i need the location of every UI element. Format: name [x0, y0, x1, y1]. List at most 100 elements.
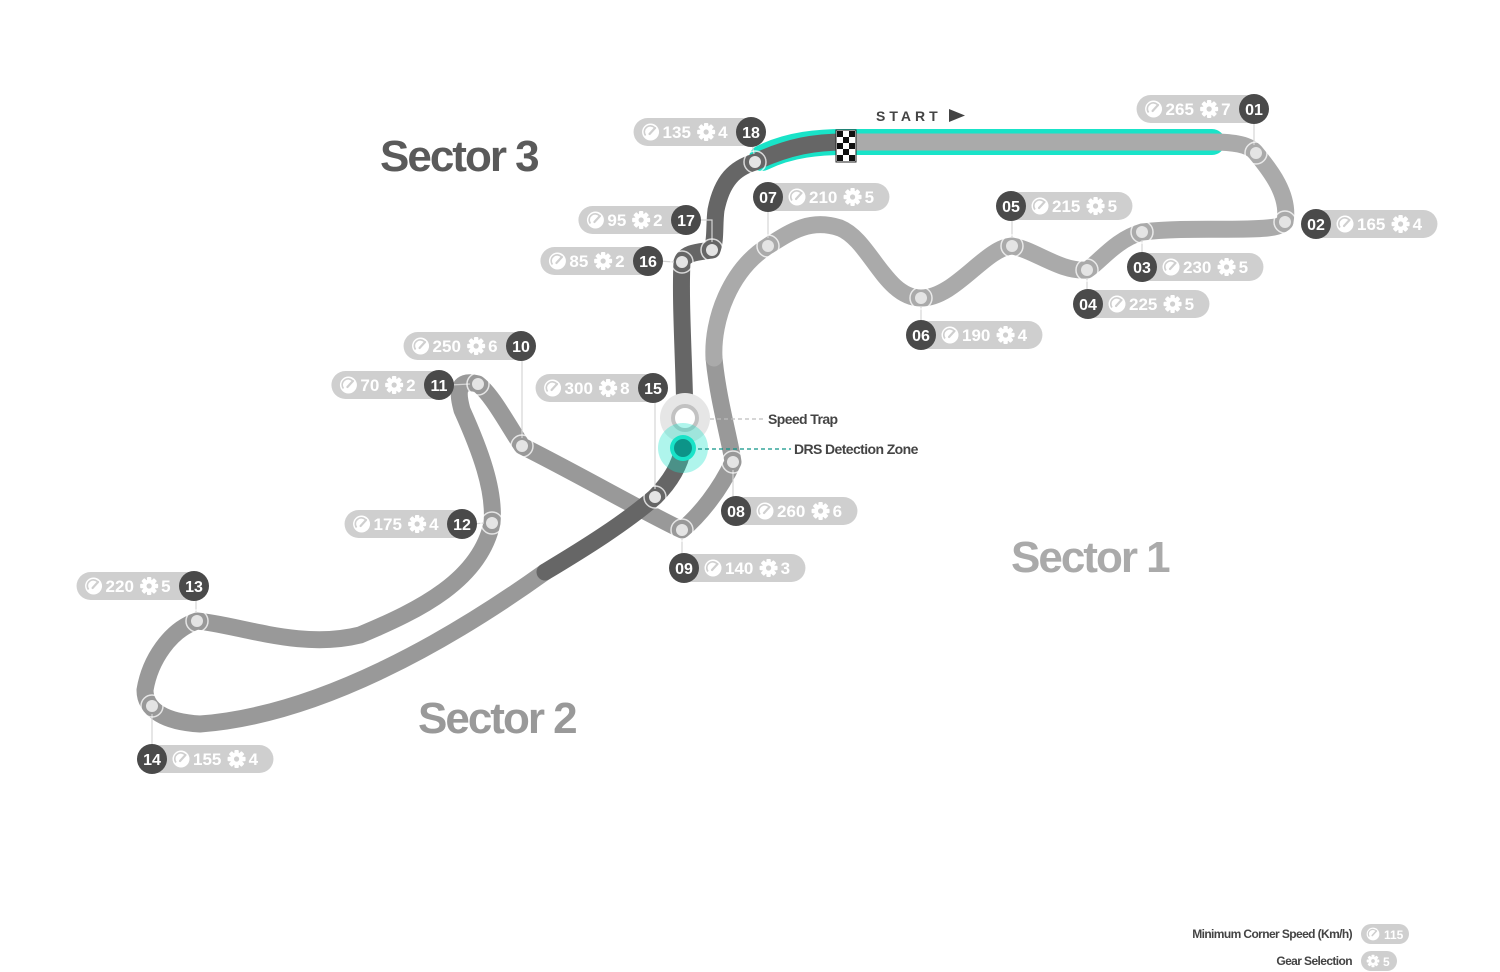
gear-icon [759, 559, 778, 577]
gear-icon [1217, 258, 1236, 276]
corner-gear: 6 [833, 502, 842, 521]
corner-marker[interactable] [915, 292, 927, 304]
corner-min-speed: 265 [1166, 100, 1194, 119]
corner-number-badge [736, 117, 766, 147]
corner-number-badge [506, 331, 536, 361]
corner-number-badge [1127, 252, 1157, 282]
corner-gear: 5 [161, 577, 170, 596]
corner-marker[interactable] [1250, 147, 1262, 159]
corner-marker-ring [643, 485, 667, 509]
speed-trap-marker[interactable]: Speed Trap [660, 393, 838, 443]
corner-min-speed: 210 [809, 188, 837, 207]
corner-marker-ring [700, 238, 724, 262]
legend-gear-pill: 5 [1361, 951, 1397, 971]
gear-icon [1200, 100, 1219, 118]
drs-detection-label: DRS Detection Zone [794, 441, 919, 457]
corner-min-speed: 230 [1183, 258, 1211, 277]
corner-gear: 8 [620, 379, 629, 398]
gear-icon [697, 123, 716, 141]
corner-number-badge [753, 182, 783, 212]
corner-min-speed: 165 [1357, 215, 1385, 234]
corner-marker[interactable] [727, 456, 739, 468]
corner-min-speed: 155 [193, 750, 221, 769]
corner-marker-ring [743, 150, 767, 174]
gear-icon [1086, 197, 1105, 215]
corner-marker[interactable] [146, 700, 158, 712]
legend-gear-label: Gear Selection [1276, 954, 1352, 968]
play-arrow-icon [949, 109, 965, 122]
sector-1-track [705, 133, 1295, 367]
corner-pill [722, 497, 858, 525]
gear-icon [408, 515, 427, 533]
corner-gear: 5 [1185, 295, 1194, 314]
corner-marker[interactable] [1006, 240, 1018, 252]
corner-pill [1074, 290, 1210, 318]
corner-marker-ring [1244, 141, 1268, 165]
leader-line [697, 219, 713, 242]
corner-marker[interactable] [676, 524, 688, 536]
corner-marker[interactable] [486, 517, 498, 529]
corner-gear: 7 [1221, 100, 1230, 119]
corner-marker[interactable] [1081, 264, 1093, 276]
corner-marker[interactable] [191, 615, 203, 627]
corner-marker[interactable] [706, 244, 718, 256]
corner-marker[interactable] [649, 491, 661, 503]
corner-marker-ring [721, 450, 745, 474]
corner-marker[interactable] [749, 156, 761, 168]
corner-number-badge [447, 509, 477, 539]
speedometer-icon [1365, 926, 1381, 942]
corner-marker-ring [670, 518, 694, 542]
speedometer-icon [703, 558, 723, 578]
corner-pill [907, 321, 1043, 349]
corner-marker[interactable] [762, 240, 774, 252]
sector-2-title: Sector 2 [418, 694, 576, 743]
gear-icon [594, 252, 613, 270]
corner-gear: 4 [1018, 326, 1028, 345]
corner-min-speed: 95 [607, 211, 626, 230]
corner-marker[interactable] [472, 378, 484, 390]
corner-pill [754, 183, 890, 211]
corner-gear: 4 [249, 750, 259, 769]
speedometer-icon [585, 210, 606, 230]
gear-icon [1163, 295, 1182, 313]
corner-min-speed: 300 [565, 379, 593, 398]
gear-icon [1391, 215, 1410, 233]
legend-gear-example: 5 [1383, 955, 1390, 969]
corner-number: 10 [512, 339, 530, 356]
corner-pill [997, 192, 1133, 220]
corner-number: 09 [675, 561, 693, 578]
corner-marker[interactable] [1279, 216, 1291, 228]
speedometer-icon [787, 187, 807, 207]
corner-marker[interactable] [676, 256, 688, 268]
corner-marker-ring [1130, 220, 1154, 244]
corner-number: 04 [1079, 297, 1097, 314]
corner-number: 16 [639, 254, 657, 271]
corner-marker[interactable] [1136, 226, 1148, 238]
corner-gear: 5 [1239, 258, 1248, 277]
corner-number: 02 [1307, 217, 1325, 234]
corner-gear: 2 [406, 376, 415, 395]
corner-number-badge [1239, 94, 1269, 124]
corner-number-badge [669, 553, 699, 583]
gear-icon [811, 502, 830, 520]
corner-marker[interactable] [516, 440, 528, 452]
drs-detection-marker[interactable]: DRS Detection Zone [658, 423, 919, 473]
